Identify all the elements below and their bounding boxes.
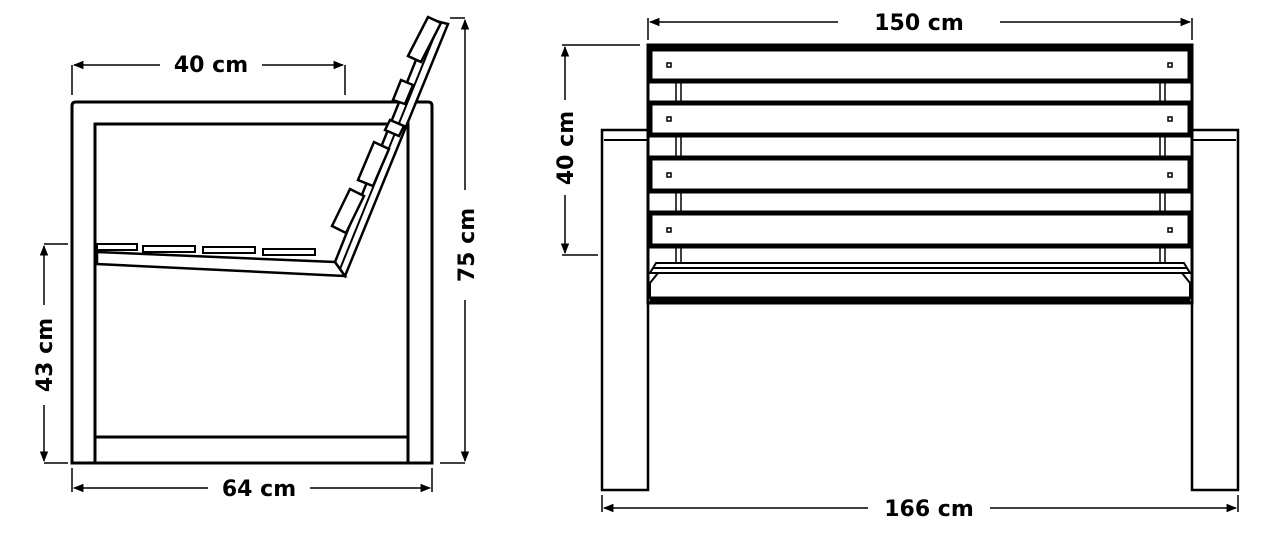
side-backrest bbox=[330, 15, 450, 279]
dim-backrest-height: 40 cm bbox=[554, 44, 640, 256]
dim-total-height: 75 cm bbox=[440, 17, 480, 464]
front-legs bbox=[600, 128, 1240, 492]
front-slats bbox=[647, 46, 1193, 249]
dim-total-depth: 64 cm bbox=[71, 468, 433, 502]
total-height-label: 75 cm bbox=[455, 208, 480, 282]
dim-backrest-width: 150 cm bbox=[647, 11, 1193, 40]
backrest-width-label: 150 cm bbox=[874, 11, 964, 36]
backrest-height-label: 40 cm bbox=[554, 111, 579, 185]
front-view: 150 cm 40 cm 166 cm bbox=[554, 11, 1240, 522]
total-width-label: 166 cm bbox=[884, 497, 974, 522]
side-bottom-rail bbox=[93, 435, 410, 465]
dim-total-width: 166 cm bbox=[601, 495, 1239, 522]
side-seat bbox=[95, 243, 348, 278]
side-view: 40 cm 75 cm 43 cm 64 cm bbox=[33, 15, 480, 502]
side-frame bbox=[70, 100, 434, 465]
dim-seat-height: 43 cm bbox=[33, 243, 68, 464]
total-depth-label: 64 cm bbox=[222, 477, 296, 502]
seat-depth-label: 40 cm bbox=[174, 53, 248, 78]
dim-seat-depth: 40 cm bbox=[71, 53, 346, 95]
front-seat bbox=[648, 262, 1192, 302]
seat-height-label: 43 cm bbox=[33, 318, 58, 392]
